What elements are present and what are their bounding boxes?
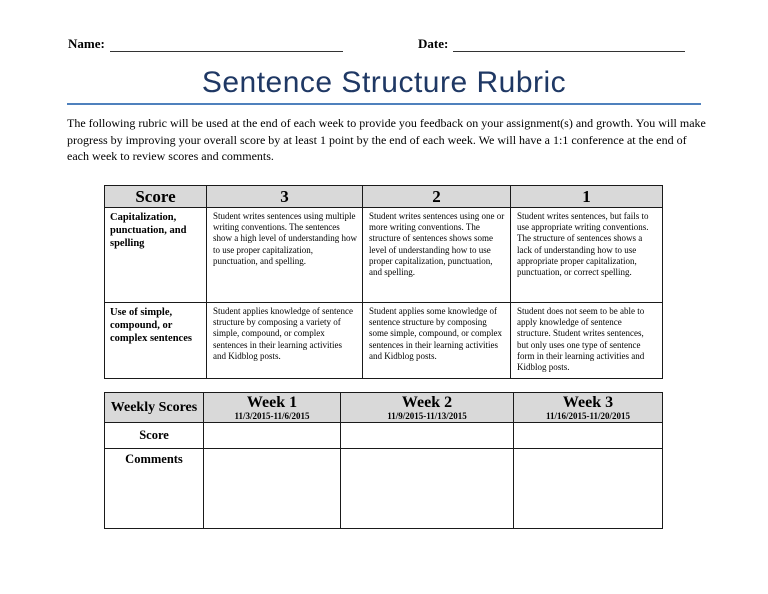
- date-label: Date:: [418, 36, 449, 51]
- week-2-dates: 11/9/2015-11/13/2015: [387, 410, 467, 421]
- sentence-types-level-3-cell: Student applies knowledge of sentence st…: [206, 302, 363, 379]
- comments-row-label: Comments: [104, 448, 204, 529]
- table-row: Use of simple, compound, or complex sent…: [104, 302, 663, 379]
- rubric-header-level-2: 2: [362, 185, 511, 208]
- table-row: Capitalization, punctuation, and spellin…: [104, 207, 663, 303]
- name-blank-line: [109, 39, 343, 52]
- week-3-dates: 11/16/2015-11/20/2015: [545, 410, 630, 421]
- rubric-header-score: Score: [104, 185, 207, 208]
- title-divider-rule: [67, 103, 701, 105]
- rubric-header-level-3: 3: [206, 185, 363, 208]
- score-row-label: Score: [104, 422, 204, 449]
- page-title: Sentence Structure Rubric: [201, 66, 567, 99]
- week-1-header: Week 1 11/3/2015-11/6/2015: [203, 392, 341, 423]
- name-date-row: Name: Date:: [0, 36, 768, 54]
- score-week-2-cell: [340, 422, 514, 449]
- rubric-table: Score 3 2 1 Capitalization, punctuation,…: [104, 185, 663, 379]
- weekly-header-row: Weekly Scores Week 1 11/3/2015-11/6/2015…: [104, 392, 663, 423]
- comments-row: Comments: [104, 448, 663, 529]
- date-blank-line: [453, 39, 686, 52]
- week-2-label: Week 2: [401, 393, 453, 411]
- name-field-group: Name:: [68, 36, 343, 52]
- score-row: Score: [104, 422, 663, 449]
- intro-paragraph: The following rubric will be used at the…: [67, 116, 706, 163]
- score-week-1-cell: [203, 422, 341, 449]
- name-label: Name:: [68, 36, 105, 51]
- score-week-3-cell: [513, 422, 663, 449]
- capitalization-level-1-cell: Student writes sentences, but fails to u…: [510, 207, 663, 303]
- weekly-scores-table: Weekly Scores Week 1 11/3/2015-11/6/2015…: [104, 392, 663, 529]
- sentence-types-level-1-cell: Student does not seem to be able to appl…: [510, 302, 663, 379]
- capitalization-level-3-cell: Student writes sentences using multiple …: [206, 207, 363, 303]
- comments-week-3-cell: [513, 448, 663, 529]
- rubric-header-row: Score 3 2 1: [104, 185, 663, 208]
- week-1-label: Week 1: [246, 393, 298, 411]
- capitalization-level-2-cell: Student writes sentences using one or mo…: [362, 207, 511, 303]
- weekly-scores-corner-label: Weekly Scores: [104, 392, 204, 423]
- comments-week-1-cell: [203, 448, 341, 529]
- date-field-group: Date:: [418, 36, 686, 52]
- sentence-types-level-2-cell: Student applies some knowledge of senten…: [362, 302, 511, 379]
- week-3-header: Week 3 11/16/2015-11/20/2015: [513, 392, 663, 423]
- criterion-capitalization: Capitalization, punctuation, and spellin…: [104, 207, 207, 303]
- week-2-header: Week 2 11/9/2015-11/13/2015: [340, 392, 514, 423]
- week-3-label: Week 3: [562, 393, 614, 411]
- rubric-header-level-1: 1: [510, 185, 663, 208]
- comments-week-2-cell: [340, 448, 514, 529]
- week-1-dates: 11/3/2015-11/6/2015: [234, 410, 310, 421]
- criterion-sentence-types: Use of simple, compound, or complex sent…: [104, 302, 207, 379]
